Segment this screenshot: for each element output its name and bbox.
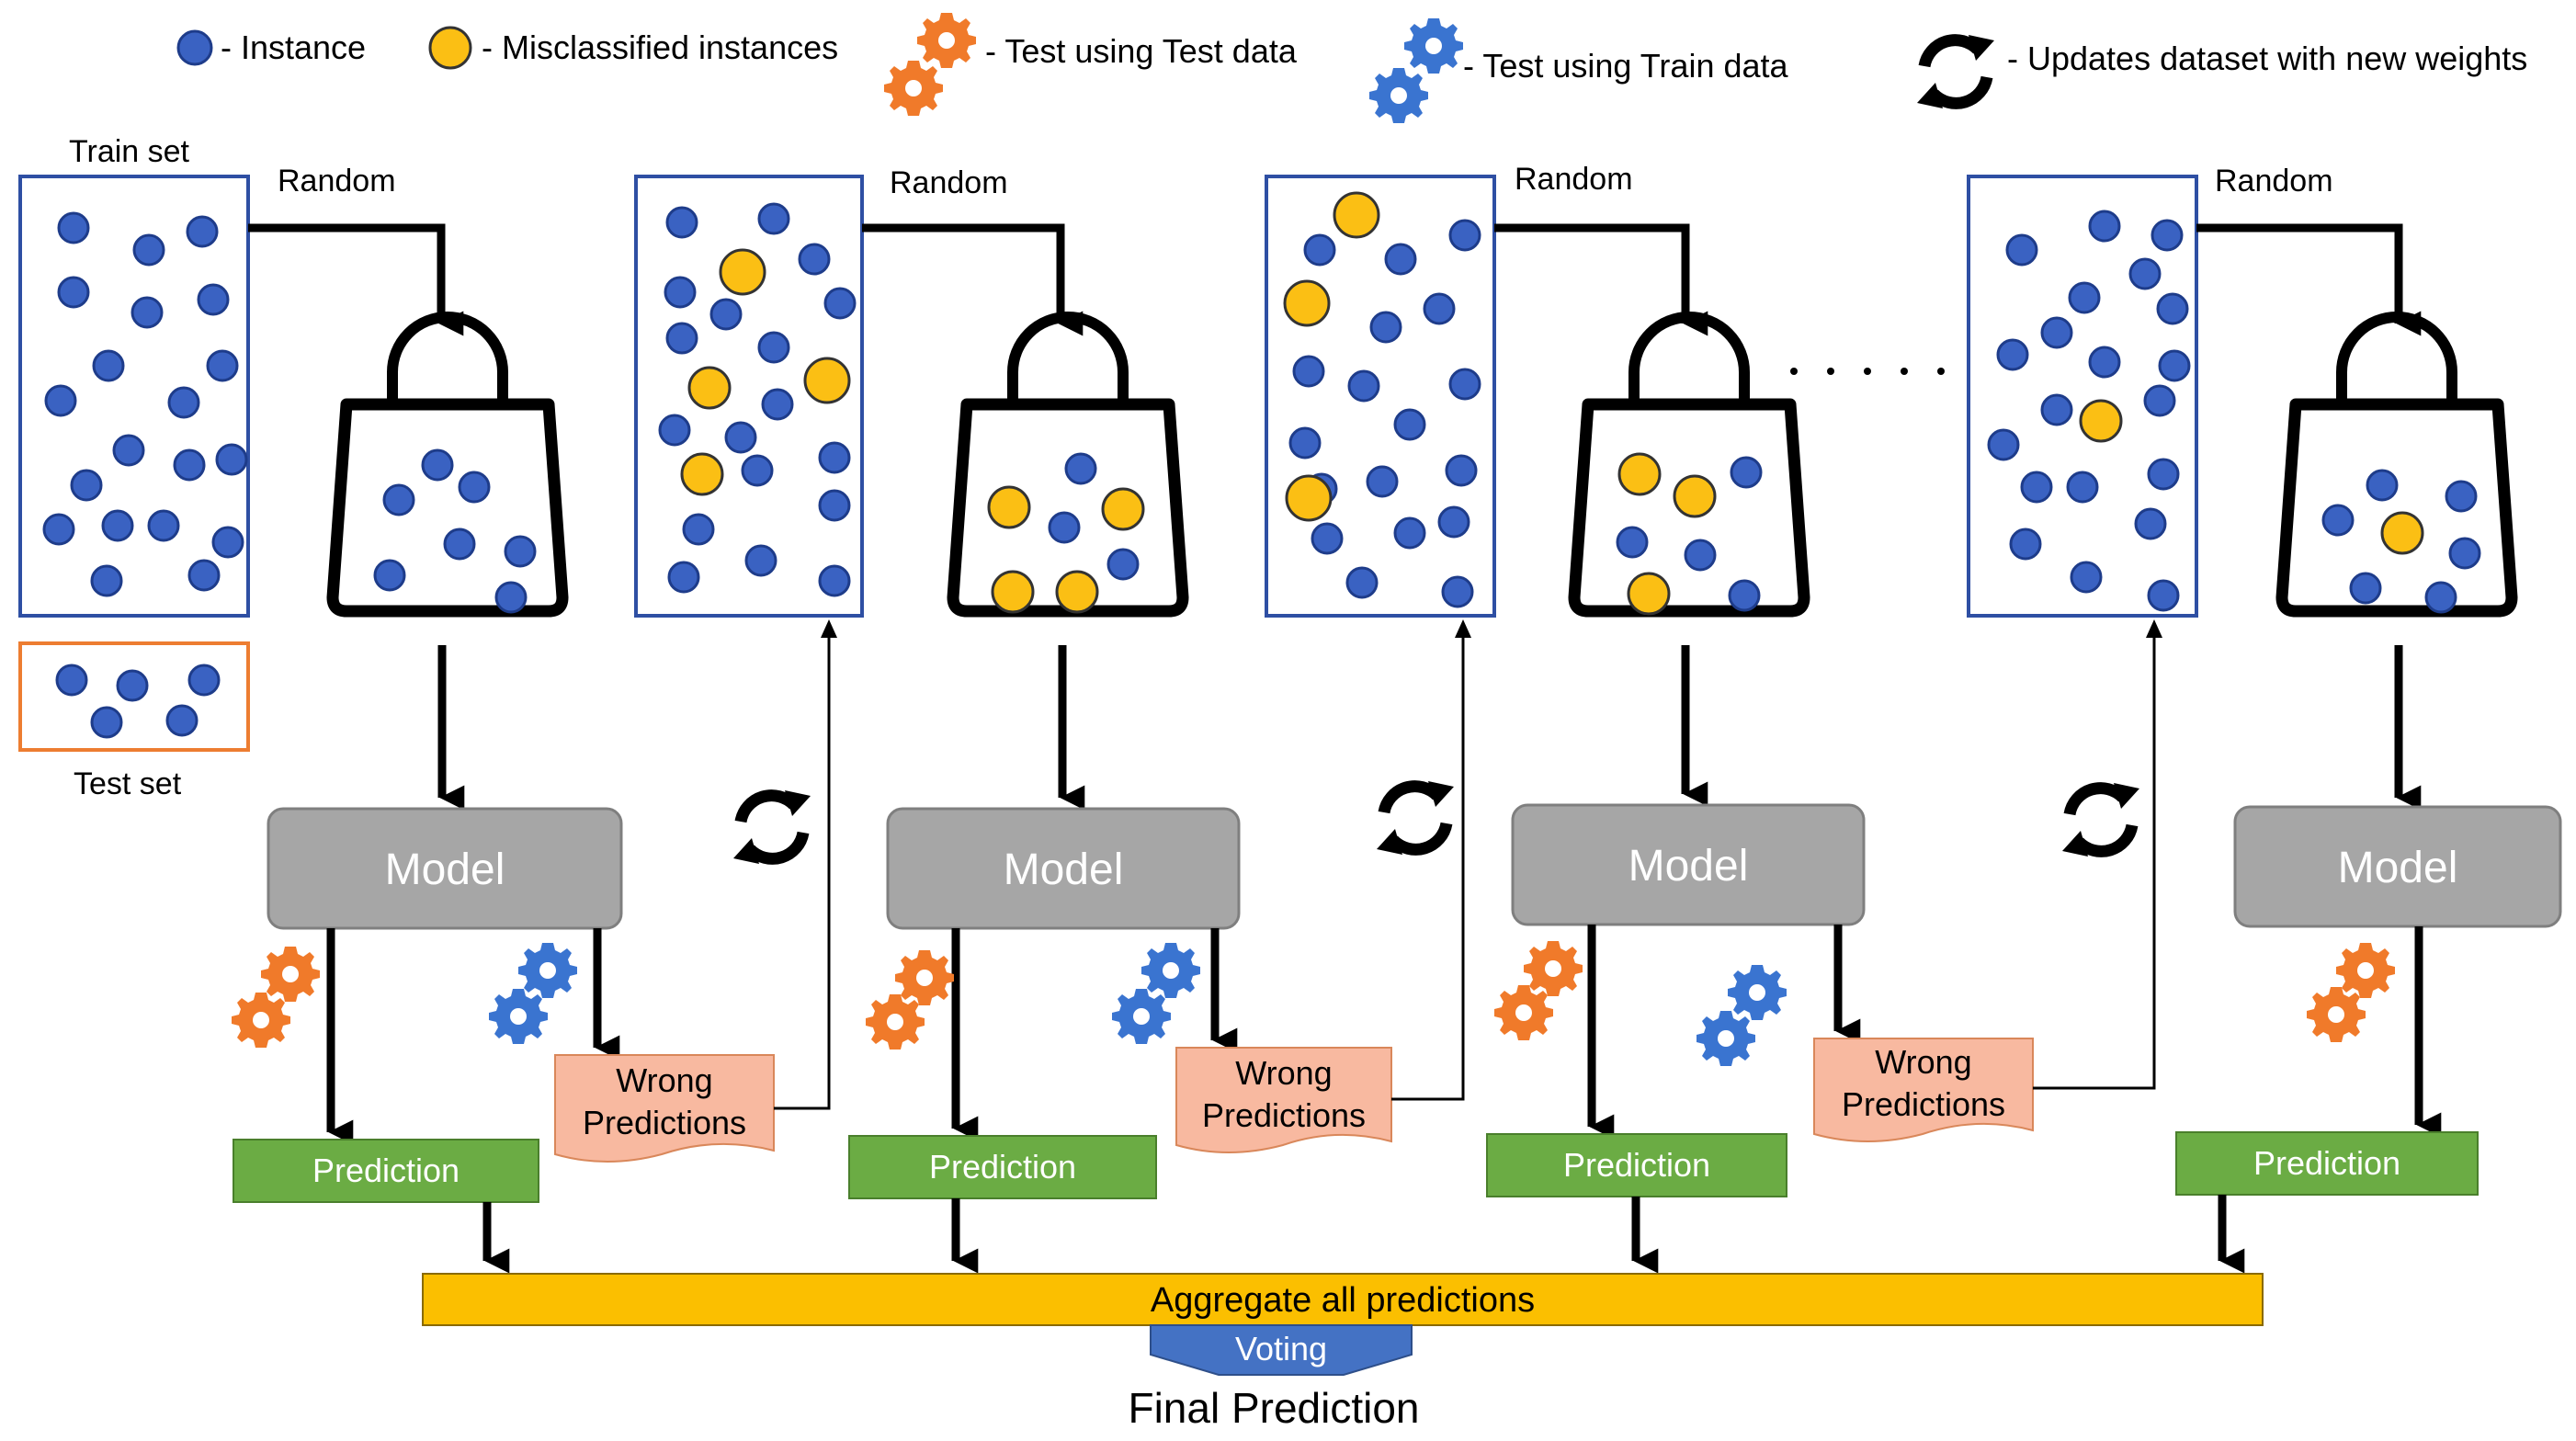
legend-misclassified-label: - Misclassified instances [482,28,838,66]
model-label-1: Model [385,845,505,894]
orange-gears-icon-4 [2307,943,2395,1042]
prediction-box-1: Prediction [233,1139,539,1203]
cycle-arrows-icon-3 [2062,783,2139,857]
train-set-instances [42,211,248,597]
model-label-3: Model [1628,842,1749,891]
reweighted-set-instances-3 [1283,191,1481,608]
legend-blue-gears-icon [1369,18,1463,123]
reweighted-set-instances-4 [1987,210,2191,612]
wrong-predictions-2: Wrong Predictions [1175,1047,1392,1153]
wrong-predictions-line2-1: Predictions [583,1104,746,1141]
random-sampling-arrows [248,223,2422,336]
prediction-label-2: Prediction [929,1148,1076,1186]
wrong-predictions-line2-3: Predictions [1842,1085,2005,1123]
bag-3-instances [1616,452,1763,616]
aggregate-bar: Aggregate all predictions [422,1273,2264,1326]
prediction-box-3: Prediction [1486,1133,1787,1197]
model-label-4: Model [2338,844,2458,892]
voting-label: Voting [1235,1330,1327,1367]
cycle-arrows-icon-2 [1377,781,1454,855]
legend-instance-label: - Instance [221,28,366,66]
shopping-bag-icon-3 [1574,317,1804,611]
model-box-2: Model [886,807,1241,930]
model-box-1: Model [267,807,623,930]
random-label-4: Random [2215,164,2333,199]
test-set-label: Test set [74,766,182,801]
prediction-label-1: Prediction [312,1152,460,1189]
blue-gears-icon-1 [489,943,577,1044]
legend-cycle-arrows-icon [1917,35,1994,108]
cycle-arrows-icon-1 [733,790,811,864]
random-label-3: Random [1515,162,1633,197]
wrong-predictions-line1-3: Wrong [1875,1043,1971,1081]
wrong-predictions-line2-2: Predictions [1202,1096,1366,1134]
model-label-2: Model [1004,845,1124,894]
legend-instance-dot [176,29,213,66]
legend-test-using-train-label: - Test using Train data [1463,47,1789,85]
legend-updates-label: - Updates dataset with new weights [2007,40,2527,77]
blue-gears-icon-2 [1112,943,1200,1044]
random-label-1: Random [278,164,396,199]
wrong-predictions-1: Wrong Predictions [554,1054,775,1163]
wrong-predictions-line1-1: Wrong [616,1061,712,1099]
wrong-predictions-3: Wrong Predictions [1813,1038,2034,1142]
continuation-ellipsis [1790,368,1945,375]
prediction-box-4: Prediction [2175,1131,2479,1196]
prediction-to-aggregate-arrows [482,1195,2245,1274]
model-to-prediction-arrows [326,925,2442,1145]
legend-test-using-test-label: - Test using Test data [985,32,1298,70]
prediction-label-4: Prediction [2253,1144,2400,1182]
train-set-label: Train set [69,134,190,169]
voting-shape: Voting [1150,1324,1413,1376]
bag-to-model-arrows [437,645,2422,811]
bag-2-instances [987,452,1145,614]
shopping-bag-icon-4 [2282,317,2512,611]
random-label-2: Random [890,165,1008,200]
final-prediction-label: Final Prediction [1128,1384,1419,1432]
orange-gears-icon-1 [232,947,320,1048]
model-box-4: Model [2233,805,2562,928]
orange-gears-icon-3 [1494,941,1583,1040]
prediction-label-3: Prediction [1563,1146,1710,1184]
feedback-arrows [774,619,2162,1110]
bag-1-instances [373,448,537,614]
model-box-3: Model [1511,803,1866,926]
blue-gears-icon-3 [1697,965,1787,1066]
legend-misclassified-dot [428,26,472,70]
legend-orange-gears-icon [884,13,976,116]
test-set-instances [55,664,221,739]
model-to-wrong-arrows [593,925,1861,1061]
prediction-box-2: Prediction [848,1135,1157,1199]
aggregate-label: Aggregate all predictions [1151,1281,1535,1320]
wrong-predictions-line1-2: Wrong [1235,1054,1332,1092]
legend: - Instance - Misclassified instances - T… [176,13,2527,123]
reweighted-set-instances-2 [658,202,857,597]
bag-4-instances [2321,469,2481,614]
orange-gears-icon-2 [866,950,954,1050]
